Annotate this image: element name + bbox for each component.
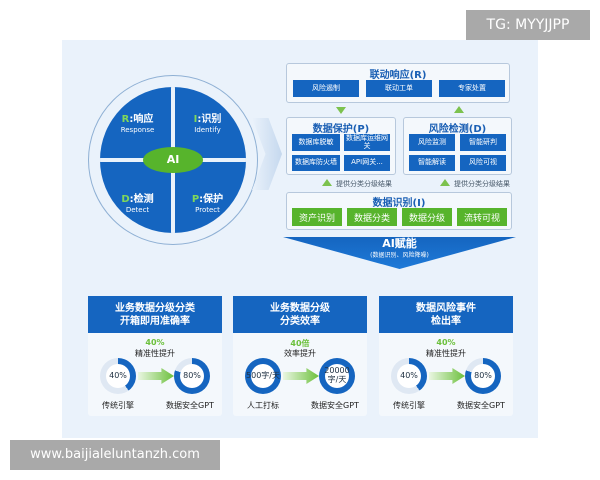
right-label: 数据安全GPT <box>166 401 214 410</box>
card-title: 业务数据分级分类开箱即用准确率 <box>88 296 222 333</box>
arrow-up-icon <box>322 179 332 186</box>
chip-risk-containment: 风险遏制 <box>293 80 359 97</box>
chip-linked-ticket: 联动工单 <box>366 80 432 97</box>
gain-value: 40% <box>436 338 456 347</box>
left-donut: 500字/天 <box>245 358 281 394</box>
metric-card: 业务数据分级分类开箱即用准确率 40% 精准性提升 40% 80% 传统引擎 数据… <box>88 296 222 416</box>
chip: 智能研判 <box>460 134 506 151</box>
right-donut: 80% <box>465 358 501 394</box>
chip: 风险可视 <box>460 155 506 171</box>
left-donut: 40% <box>100 358 136 394</box>
left-label: 传统引擎 <box>102 401 134 410</box>
arrow-up-icon <box>440 179 450 186</box>
caption: 提供分类分级结果 <box>454 180 510 188</box>
arrow-up-icon <box>454 106 464 113</box>
chip: 数据分类 <box>347 208 397 226</box>
caption: 提供分类分级结果 <box>336 180 392 188</box>
chip: 数据库运维网关 <box>344 133 390 151</box>
chip: 资产识别 <box>292 208 342 226</box>
chip: API网关... <box>344 155 390 171</box>
ai-center: AI <box>143 147 203 173</box>
bottom-watermark: www.baijialeluntanzh.com <box>10 440 220 470</box>
gain-value: 40% <box>145 338 165 347</box>
left-label: 人工打标 <box>247 401 279 410</box>
identify-box: 数据识别(I) 资产识别 数据分类 数据分级 流转可视 <box>286 192 512 230</box>
arrow-down-icon <box>336 107 346 114</box>
gain-value: 40倍 <box>290 339 310 348</box>
arrow-right-icon <box>429 368 465 384</box>
gain-label: 效率提升 <box>284 349 316 358</box>
left-donut: 40% <box>391 358 427 394</box>
metric-card: 数据风险事件检出率 40% 精准性提升 40% 80% 传统引擎 数据安全GPT <box>379 296 513 416</box>
protect-box: 数据保护(P) 数据库脱敏 数据库运维网关 数据库防火墙 API网关... <box>286 117 396 175</box>
right-label: 数据安全GPT <box>457 401 505 410</box>
top-watermark: TG: MYYJJPP <box>466 10 590 40</box>
card-title: 数据风险事件检出率 <box>379 296 513 333</box>
right-label: 数据安全GPT <box>311 401 359 410</box>
chip-expert-handling: 专家处置 <box>439 80 505 97</box>
chip: 数据库脱敏 <box>292 134 340 151</box>
arrow-right-icon <box>283 368 319 384</box>
chip: 智能解读 <box>409 155 455 171</box>
right-donut: 80% <box>174 358 210 394</box>
chip: 数据库防火墙 <box>292 155 340 171</box>
right-donut: 20000字/天 <box>319 358 355 394</box>
chip: 流转可视 <box>457 208 507 226</box>
left-label: 传统引擎 <box>393 401 425 410</box>
detect-box: 风险检测(D) 风险监测 智能研判 智能解读 风险可视 <box>403 117 512 175</box>
card-title: 业务数据分级分类效率 <box>233 296 367 333</box>
gain-label: 精准性提升 <box>135 349 175 358</box>
arrow-right-icon <box>138 368 174 384</box>
gain-label: 精准性提升 <box>426 349 466 358</box>
chip: 风险监测 <box>409 134 455 151</box>
chip: 数据分级 <box>402 208 452 226</box>
respond-box: 联动响应(R) 风险遏制 联动工单 专家处置 <box>286 63 510 103</box>
